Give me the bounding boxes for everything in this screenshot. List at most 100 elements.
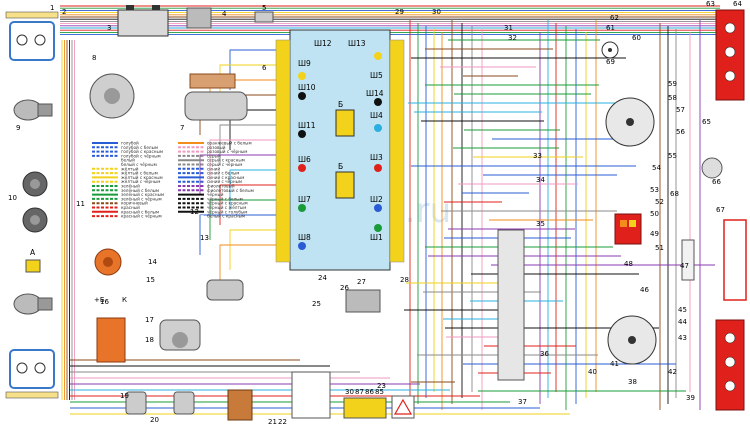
ignition-coil: +Б К [94,296,127,363]
legend-label: белый с чёрным [121,162,157,167]
switch-stack [497,229,525,381]
wire [219,244,276,285]
sensor-top [254,11,274,23]
fuse-dot [298,130,306,138]
heater-fan-icon [601,41,619,59]
legend-label: голубой с красным [121,149,163,154]
legend-label: оранжевый с белым [207,141,252,146]
component-number: 68 [670,190,679,198]
wire [219,124,276,165]
legend-label: жёлтый с белым [121,171,158,176]
fuse-socket-sh6: Ш6 [298,155,311,164]
component-number: 26 [340,284,349,292]
fuse-dot [298,204,306,212]
legend-label: розовый с чёрным [207,149,247,154]
fuse-socket-sh11: Ш11 [298,121,316,130]
headlight-front-left [5,11,59,61]
legend-label: зелёный [121,184,140,189]
component-number: 54 [652,164,661,172]
instrument-gauge-top [605,97,655,147]
component-number: 47 [680,262,689,270]
component-number: 15 [146,276,155,284]
component-number: 55 [668,152,677,160]
component-number: 61 [606,24,615,32]
hazard-switch [391,395,415,419]
component-number: 1 [50,4,54,12]
component-number: 32 [508,34,517,42]
sensor-pressure-1 [125,391,147,415]
instrument-gauge-bottom [607,315,657,365]
fuse-socket-sh2: Ш2 [370,195,383,204]
component-number: 27 [357,278,366,286]
component-number: 38 [628,378,637,386]
component-number: 4 [222,10,227,18]
relay-label-2: Б [338,162,343,171]
wire [229,229,276,270]
fuse-socket-sh8: Ш8 [298,233,311,242]
component-number: 57 [676,106,685,114]
fuse-dot [374,52,382,60]
component-number: 41 [610,360,619,368]
wire [209,199,276,240]
alternator [89,73,135,119]
ignition-switch [291,371,331,419]
legend-label: синий [207,166,220,171]
connector-a: A [25,248,41,273]
fuse-relay-box: Б Б Ш12 Ш13 Ш9 Ш10 Ш11 Ш6 Ш7 Ш8 Ш5 Ш14 Ш… [275,29,405,271]
legend-label: чёрный с жёлтым [207,205,246,210]
fuse-dot [298,92,306,100]
relay-pin-85: 85 [375,388,384,396]
legend-label: красный с белым [121,209,159,214]
fuse-socket-sh12: Ш12 [314,39,332,48]
legend-label: жёлтый с чёрным [121,179,160,184]
relay-label-1: Б [338,100,343,109]
component-number: 24 [318,274,327,282]
fuse-socket-sh10: Ш10 [298,83,316,92]
legend-label: голубой с белым [121,145,158,150]
coil-plus-label: +Б [94,296,105,304]
component-number: 5 [262,4,266,12]
legend-label: зелёный с белым [121,188,159,193]
taillight-top [715,9,745,101]
component-number: 39 [686,394,695,402]
wiper-motor [159,319,201,351]
component-number: 65 [702,118,711,126]
legend-label: жёлтый с красным [121,175,163,180]
component-number: 30 [432,8,441,16]
fuse-dot [374,224,382,232]
component-number: 3 [107,24,111,32]
distributor [94,248,122,276]
fuel-cutoff-valve [206,279,244,301]
component-number: 48 [624,260,633,268]
relay-bottom: 30 87 86 85 [343,388,387,419]
component-number: 52 [655,198,664,206]
legend-label: синий с белым [207,171,239,176]
fuse-dot [374,124,382,132]
component-number: 36 [540,350,549,358]
component-number: 23 [377,382,386,390]
connector-a-label: A [30,248,36,257]
legend-label: зелёный с красным [121,192,164,197]
battery [117,5,169,37]
component-number: 31 [504,24,513,32]
diagnostic-connector [227,389,253,421]
legend-label: фиолетовый [207,184,235,189]
legend-label: чёрный с голубым [207,209,247,214]
component-number: 56 [676,128,685,136]
legend-label: синий с красным [207,175,244,180]
starter-motor [184,73,248,121]
component-number: 14 [148,258,157,266]
legend-label: голубой [121,141,139,146]
component-number: 60 [632,34,641,42]
component-number: 25 [312,300,321,308]
component-number: 43 [678,334,687,342]
legend-label: розовый [207,145,226,150]
fuse-socket-sh5: Ш5 [370,71,383,80]
component-number: 63 [706,0,715,8]
component-number: 50 [650,210,659,218]
taillight-bottom [715,319,745,411]
component-number: 69 [606,58,615,66]
legend-label: красный с чёрным [121,214,162,219]
component-number: 11 [76,200,85,208]
